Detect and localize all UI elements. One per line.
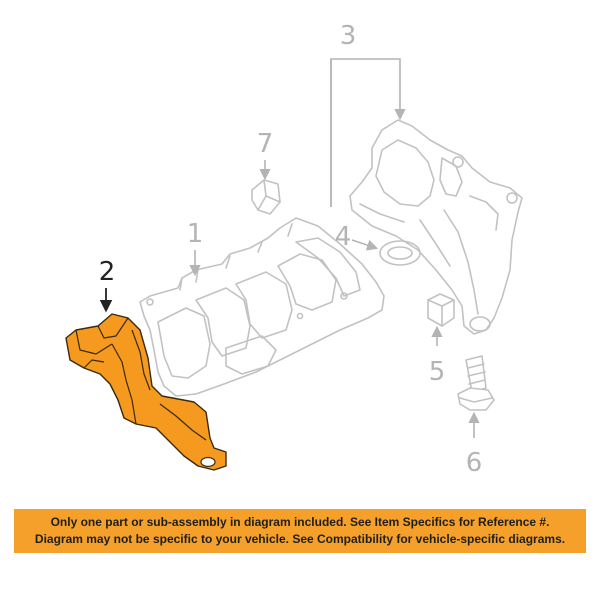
disclaimer-line-2: Diagram may not be specific to your vehi… <box>34 532 566 546</box>
callout-6: 6 <box>466 448 483 478</box>
part-3-cover <box>349 119 523 335</box>
callout-3: 3 <box>340 21 357 51</box>
part-4-ring <box>379 240 421 266</box>
disclaimer-banner: Only one part or sub-assembly in diagram… <box>14 509 586 553</box>
callout-1: 1 <box>187 219 204 249</box>
callout-4: 4 <box>335 222 352 252</box>
part-2-bracket <box>65 313 227 471</box>
part-7-clip <box>251 179 281 215</box>
callout-5: 5 <box>429 357 446 387</box>
callout-7: 7 <box>257 129 274 159</box>
disclaimer-line-1: Only one part or sub-assembly in diagram… <box>50 515 550 529</box>
part-6-bolt <box>457 355 495 411</box>
callout-2: 2 <box>99 257 116 287</box>
part-5-nut <box>427 293 455 327</box>
leader-lines <box>99 58 480 438</box>
